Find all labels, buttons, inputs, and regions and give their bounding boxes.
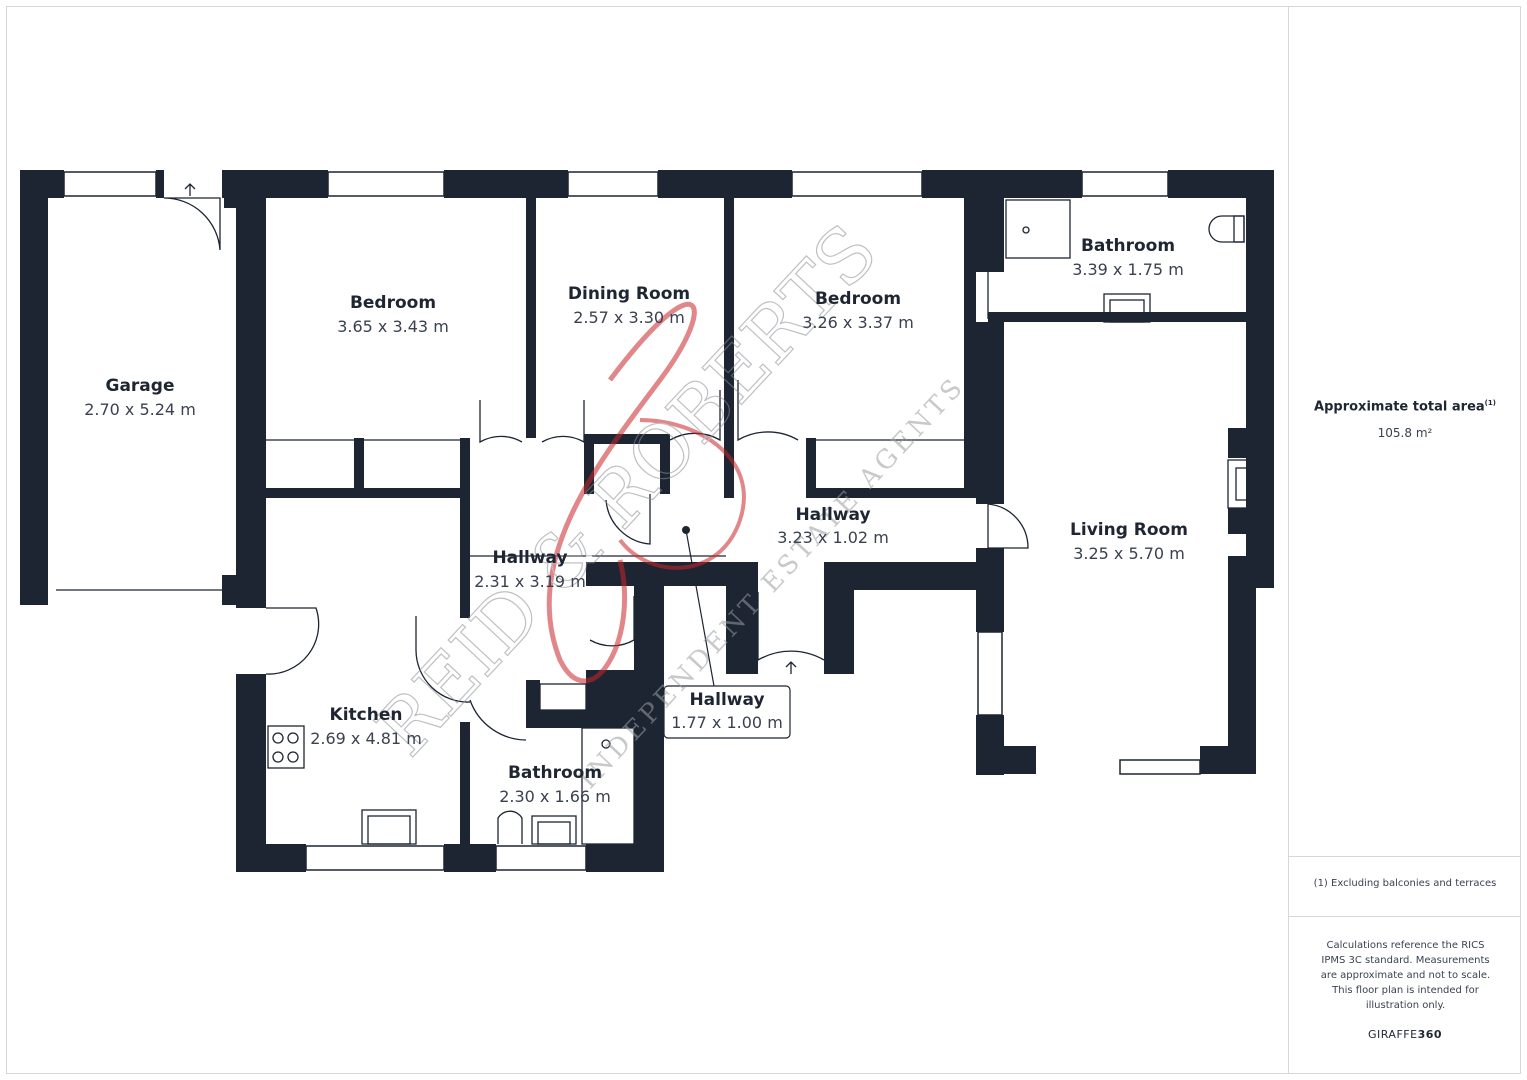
north-arrows [184, 183, 797, 674]
room-hallway2-name: Hallway [492, 548, 567, 568]
total-area-value: 105.8 m² [1377, 426, 1433, 440]
room-bathroom1-name: Bathroom [1081, 236, 1175, 256]
area-footnote: (1) Excluding balconies and terraces [1313, 878, 1497, 889]
room-bathroom1-dims: 3.39 x 1.75 m [1072, 260, 1184, 279]
room-dining-name: Dining Room [568, 284, 690, 304]
room-bathroom2-dims: 2.30 x 1.66 m [499, 787, 611, 806]
room-labels: Garage 2.70 x 5.24 m Bedroom 3.65 x 3.43… [84, 236, 1188, 806]
room-living-dims: 3.25 x 5.70 m [1073, 544, 1185, 563]
fixtures [267, 199, 1259, 845]
sidebar-divider-1 [1289, 856, 1521, 857]
brand-logo-light: GIRAFFE [1367, 1028, 1418, 1041]
room-hallway1-dims: 3.23 x 1.02 m [777, 528, 889, 547]
total-area-label-text: Approximate total area [1314, 399, 1485, 415]
disclaimer-text: Calculations reference the RICS IPMS 3C … [1320, 940, 1491, 1011]
room-bedroom2-name: Bedroom [815, 289, 901, 309]
room-kitchen-dims: 2.69 x 4.81 m [310, 729, 422, 748]
brand-logo: GIRAFFE360 [1289, 1028, 1521, 1041]
walls [20, 170, 1274, 872]
info-sidebar: Approximate total area(1) 105.8 m² (1) E… [1288, 6, 1521, 1074]
room-hallway3-dims: 1.77 x 1.00 m [671, 713, 783, 732]
room-hallway1-name: Hallway [795, 505, 870, 525]
total-area-footnote-mark: (1) [1484, 399, 1496, 407]
room-bedroom1-dims: 3.65 x 3.43 m [337, 317, 449, 336]
room-bathroom2-name: Bathroom [508, 763, 602, 783]
room-garage-dims: 2.70 x 5.24 m [84, 400, 196, 419]
brand-logo-bold: 360 [1417, 1028, 1443, 1041]
page-frame [6, 6, 1521, 1074]
room-living-name: Living Room [1070, 520, 1188, 540]
room-bedroom1-name: Bedroom [350, 293, 436, 313]
room-garage-name: Garage [106, 376, 175, 396]
floor-plan: REID & ROBERTS INDEPENDENT ESTATE AGENTS… [20, 170, 1274, 872]
doors [56, 197, 1029, 741]
room-dining-dims: 2.57 x 3.30 m [573, 308, 685, 327]
sidebar-divider-2 [1289, 916, 1521, 917]
room-hallway3-name: Hallway [689, 690, 764, 710]
room-hallway2-dims: 2.31 x 3.19 m [474, 572, 586, 591]
windows [63, 171, 1201, 871]
room-kitchen-name: Kitchen [330, 705, 403, 725]
room-bedroom2-dims: 3.26 x 3.37 m [802, 313, 914, 332]
total-area-label: Approximate total area(1) [1289, 399, 1521, 414]
hallway3-pointer [663, 526, 791, 739]
